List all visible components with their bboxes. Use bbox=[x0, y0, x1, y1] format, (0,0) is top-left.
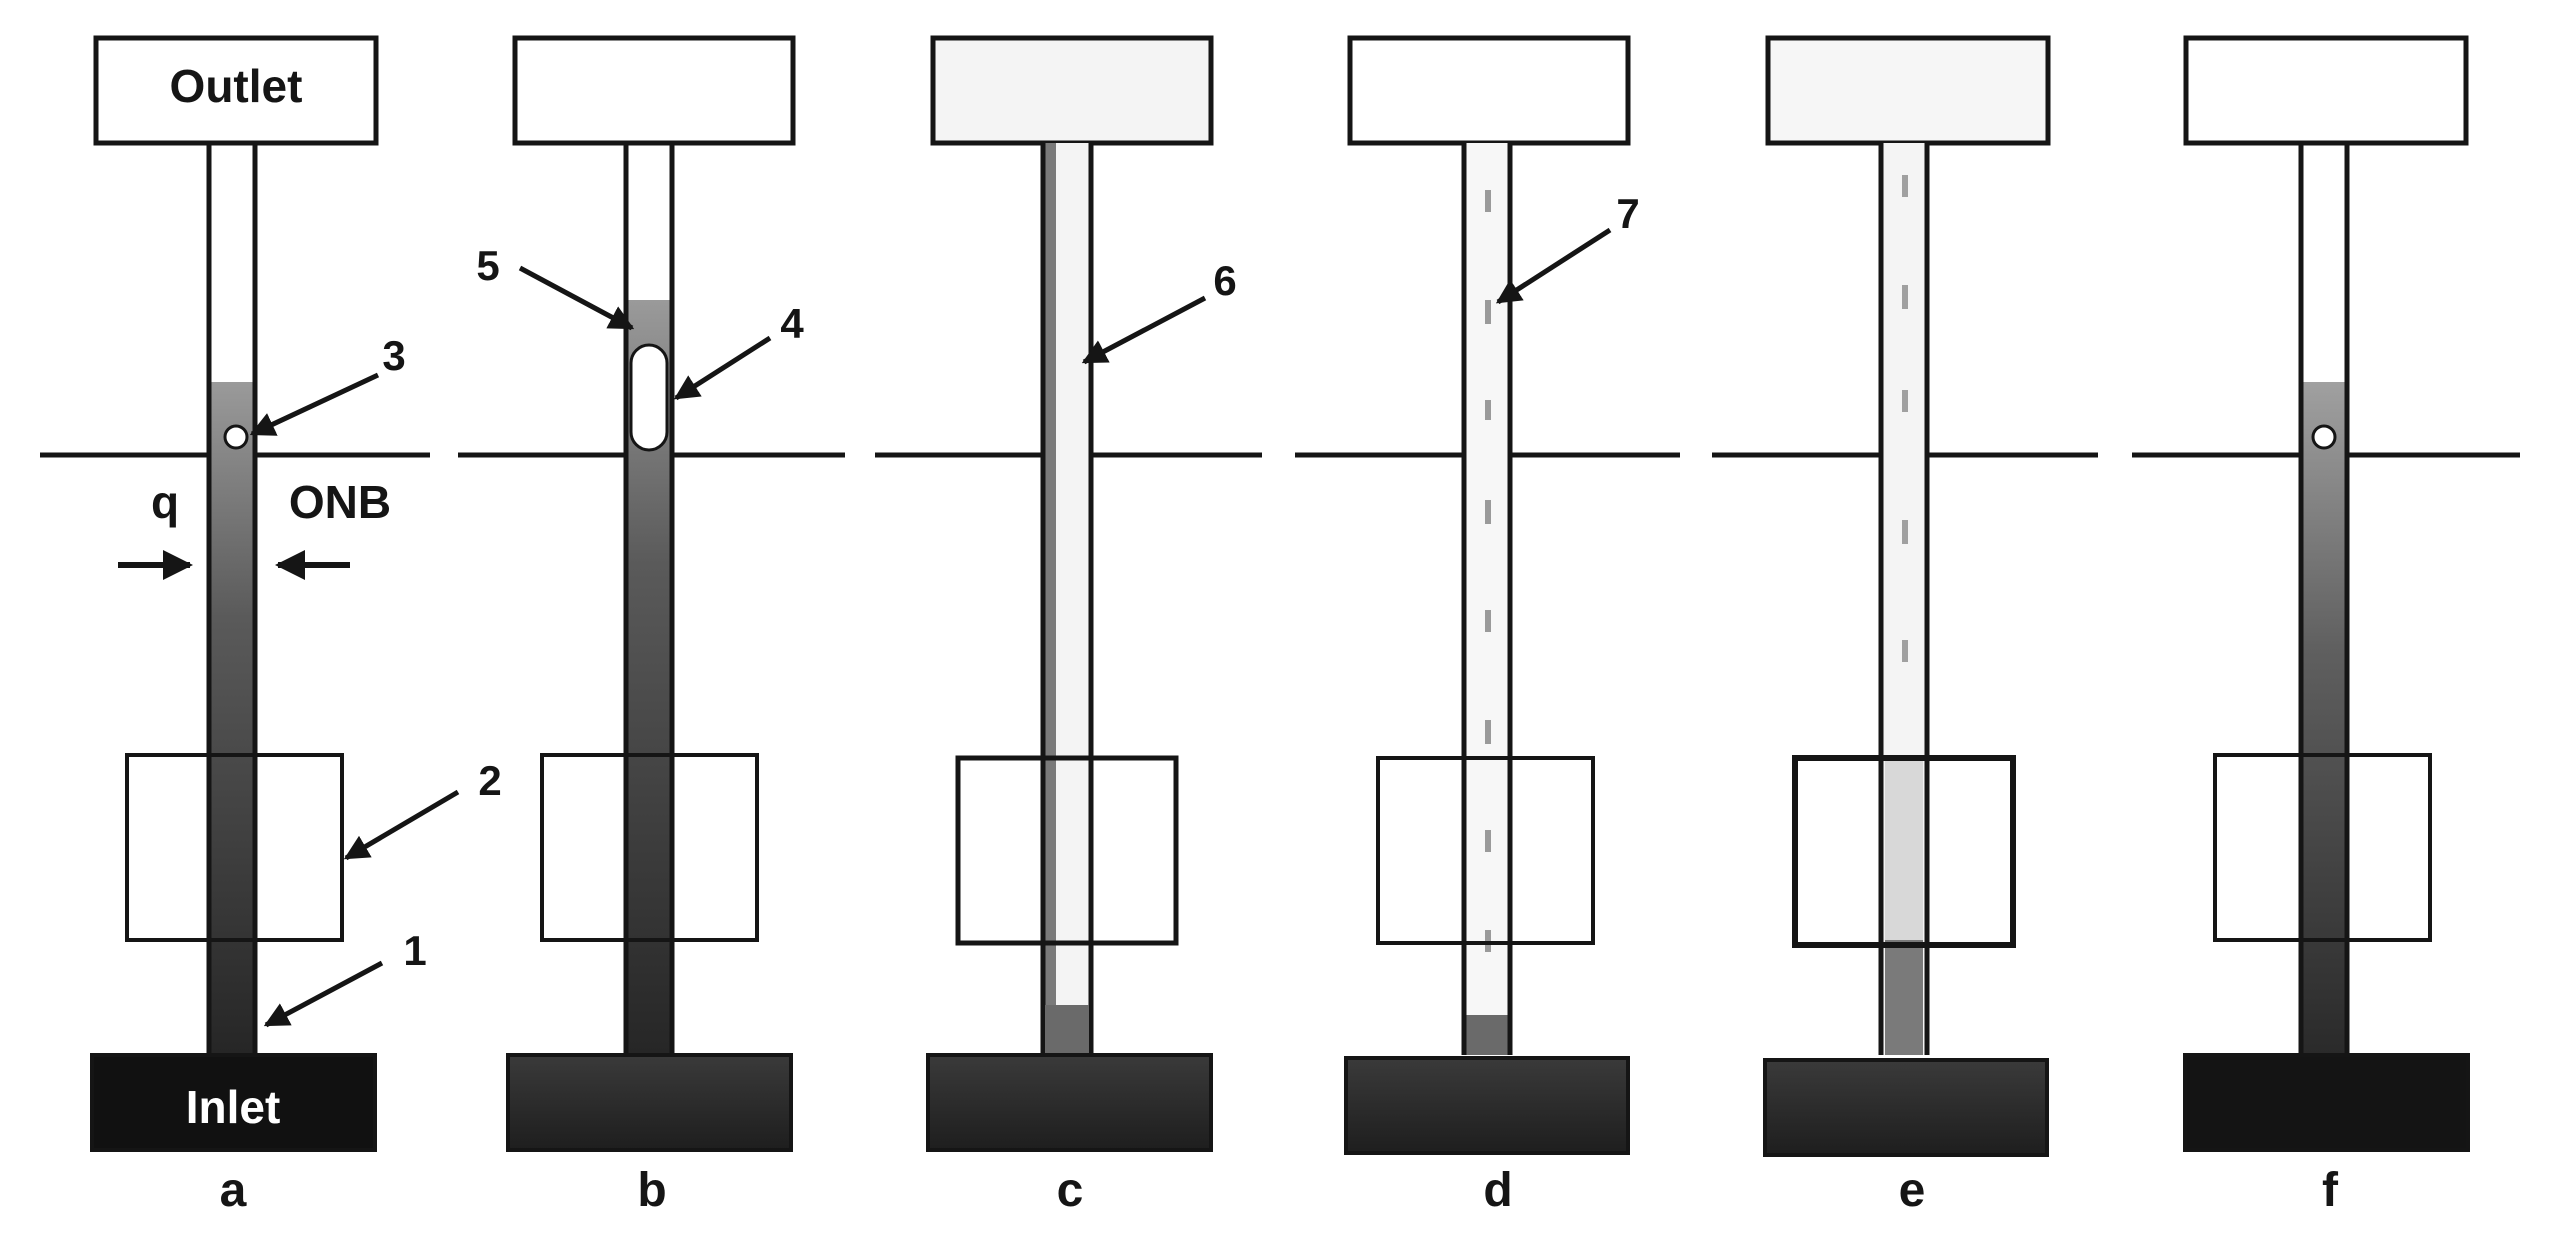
panel-f: f bbox=[2183, 35, 2470, 1217]
microchannel-liquid bbox=[211, 382, 253, 1055]
heater-box bbox=[1376, 756, 1595, 945]
microchannel-vapor bbox=[1466, 143, 1508, 1055]
callout-arrow-3 bbox=[249, 372, 380, 437]
droplet bbox=[1902, 285, 1908, 309]
callout-1: 1 bbox=[403, 927, 426, 974]
heater-box bbox=[1792, 755, 2016, 948]
panel-e: e bbox=[1763, 35, 2051, 1217]
droplet bbox=[1485, 830, 1491, 852]
inlet-reservoir bbox=[2183, 1053, 2470, 1152]
outlet-reservoir bbox=[1765, 35, 2051, 146]
callout-arrow-6 bbox=[1081, 295, 1207, 365]
callout-2: 2 bbox=[478, 757, 501, 804]
liquid-inlet-region bbox=[1885, 940, 1923, 1055]
panel-label-e: e bbox=[1899, 1164, 1926, 1217]
inlet-reservoir bbox=[1344, 1056, 1630, 1155]
panel-d: 7 d bbox=[1344, 35, 1640, 1217]
heated-vapor-region bbox=[1885, 760, 1923, 940]
outlet-reservoir bbox=[512, 35, 796, 146]
panel-label-d: d bbox=[1483, 1164, 1512, 1217]
callout-arrow-5 bbox=[518, 265, 635, 331]
liquid-slug bbox=[1045, 1005, 1089, 1055]
vapor-bubble bbox=[2311, 424, 2337, 450]
outlet-label: Outlet bbox=[170, 60, 303, 112]
inlet-label: Inlet bbox=[186, 1081, 281, 1133]
inlet-reservoir bbox=[926, 1053, 1213, 1152]
heat-flux-label: q bbox=[151, 476, 179, 528]
droplet bbox=[1485, 720, 1491, 744]
droplet bbox=[1902, 390, 1908, 412]
panel-label-b: b bbox=[637, 1164, 666, 1217]
callout-arrow-4 bbox=[673, 335, 772, 401]
panel-label-f: f bbox=[2322, 1164, 2339, 1217]
heater-box bbox=[955, 755, 1179, 946]
droplet bbox=[1485, 500, 1491, 524]
liquid-slug bbox=[1466, 1015, 1508, 1055]
heater-box bbox=[125, 753, 344, 942]
elongated-vapor-bubble bbox=[629, 343, 669, 452]
liquid-film bbox=[1045, 143, 1056, 1055]
liquid-droplets bbox=[1902, 175, 1908, 662]
onb-label: ONB bbox=[289, 476, 391, 528]
vapor-bubble bbox=[223, 424, 249, 450]
droplet bbox=[1485, 190, 1491, 212]
outlet-reservoir bbox=[2183, 35, 2469, 146]
inlet-reservoir bbox=[1763, 1058, 2049, 1157]
microchannel-liquid bbox=[2303, 382, 2345, 1055]
callout-arrow-1 bbox=[263, 960, 384, 1028]
callout-7: 7 bbox=[1616, 190, 1639, 237]
panel-c: 6 c bbox=[926, 35, 1237, 1217]
callout-arrow-7 bbox=[1495, 227, 1612, 305]
droplet bbox=[1902, 520, 1908, 544]
callout-arrow-2 bbox=[343, 789, 460, 861]
callout-6: 6 bbox=[1213, 257, 1236, 304]
callout-4: 4 bbox=[780, 300, 804, 347]
inlet-reservoir bbox=[506, 1053, 793, 1152]
panel-b: 5 4 b bbox=[476, 35, 804, 1217]
panel-a: Outlet Inlet q ONB 3 2 1 a bbox=[90, 35, 502, 1217]
inlet-reservoir bbox=[90, 1053, 377, 1152]
droplet bbox=[1902, 640, 1908, 662]
droplet bbox=[1902, 175, 1908, 197]
callout-3: 3 bbox=[382, 332, 405, 379]
droplet bbox=[1485, 300, 1491, 324]
outlet-reservoir bbox=[93, 35, 379, 146]
droplet bbox=[1485, 400, 1491, 420]
droplet bbox=[1485, 610, 1491, 632]
panel-label-c: c bbox=[1057, 1164, 1084, 1217]
panel-label-a: a bbox=[220, 1164, 247, 1217]
heater-box bbox=[540, 753, 759, 942]
outlet-reservoir bbox=[930, 35, 1214, 146]
callout-5: 5 bbox=[476, 242, 499, 289]
outlet-reservoir bbox=[1347, 35, 1631, 146]
heater-box bbox=[2213, 753, 2432, 942]
